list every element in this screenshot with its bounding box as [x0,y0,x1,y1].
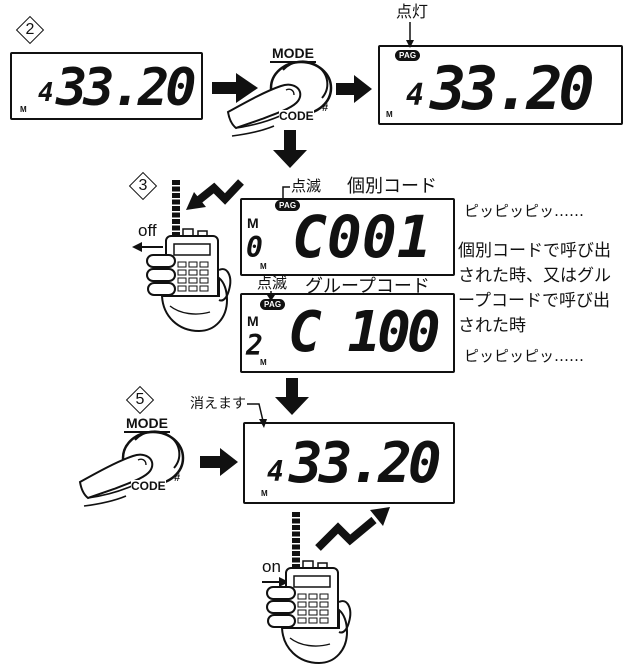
step-marker-5: 5 [124,384,156,416]
group-blink-label: 点滅 [257,274,288,292]
memory-indicator: M [260,262,267,271]
lcd-display-after: PAG 4 33.20 M [378,45,623,125]
code-label: CODE [279,109,314,123]
code-readout: C 100 [288,300,441,365]
arrow-right-icon [200,448,238,476]
memory-indicator: M [386,110,393,119]
step-marker-3: 3 [127,170,159,202]
frequency-readout: 33.20 [289,431,442,496]
on-arrow-icon [262,577,289,587]
pag-badge: PAG [395,50,421,61]
frequency-readout: 33.20 [430,54,595,124]
channel-digit: 0 [246,231,263,264]
individual-code-title: 個別コード [347,176,437,197]
lcd-individual-code: PAG M 0 C001 M [240,198,455,276]
group-code-title: グループコード [305,276,430,297]
frequency-readout: 33.20 [56,58,197,118]
on-label: on [262,557,281,576]
indicator-on-label: 点灯 [396,2,429,21]
off-arrow-icon [132,242,163,252]
mode-label: MODE [124,415,170,433]
lcd-display-after-reset: 4 33.20 M [243,422,455,504]
handheld-radio-icon [266,512,352,665]
finger [78,453,154,500]
note-line: された時、又はグル [458,266,611,286]
radio-keypad [177,261,209,292]
step-number: 5 [135,391,145,408]
signal-on-zigzag-icon [315,507,390,551]
pag-badge: PAG [275,200,301,211]
indicator-on-leader [406,22,414,48]
individual-blink-label: 点滅 [291,177,322,195]
arrow-right-icon [212,73,258,103]
code-label: CODE [131,479,166,493]
frequency-prefix: 4 [267,455,284,488]
radio-display [293,575,331,588]
mode-label: MODE [270,45,316,63]
step-marker-2: 2 [14,14,46,46]
hand-pressing-button-icon [226,60,333,137]
finger [226,83,302,130]
memory-indicator: M [20,105,27,114]
arrow-down-icon [273,130,307,168]
disappears-label: 消えます [190,396,246,412]
frequency-prefix: 4 [406,78,425,113]
lcd-group-code: PAG M 2 C 100 M [240,293,455,373]
group-beep-text: ピッピッピッ…… [464,347,585,365]
lcd-display-before: 4 33.20 M [10,52,203,120]
channel-m-indicator: M [247,313,259,329]
code-readout: C001 [292,203,432,271]
handheld-radio-icon [146,180,232,333]
radio-keypad [297,593,329,624]
memory-indicator: M [260,358,267,367]
arrow-down-icon [275,378,309,415]
signal-off-zigzag-icon [186,179,244,210]
off-label: off [138,221,157,240]
arrow-right-icon [336,75,372,103]
note-line: された時 [458,316,526,336]
individual-blink-leader [282,186,290,199]
channel-digit: 2 [246,329,263,362]
step-number: 3 [138,177,148,194]
pag-badge: PAG [260,299,286,310]
frequency-prefix: 4 [38,78,54,108]
step-number: 2 [25,21,35,38]
hand-pressing-button-icon [78,430,185,507]
channel-m-indicator: M [247,215,259,231]
memory-indicator: M [261,489,268,498]
radio-display [173,243,211,256]
hash-label: # [322,102,329,114]
hash-label: # [174,472,181,484]
hand [266,586,352,665]
note-line: 個別コードで呼び出 [458,241,611,261]
individual-beep-text: ピッピッピッ…… [464,202,585,220]
hand [146,254,232,333]
note-line: ープコードで呼び出 [458,291,610,311]
